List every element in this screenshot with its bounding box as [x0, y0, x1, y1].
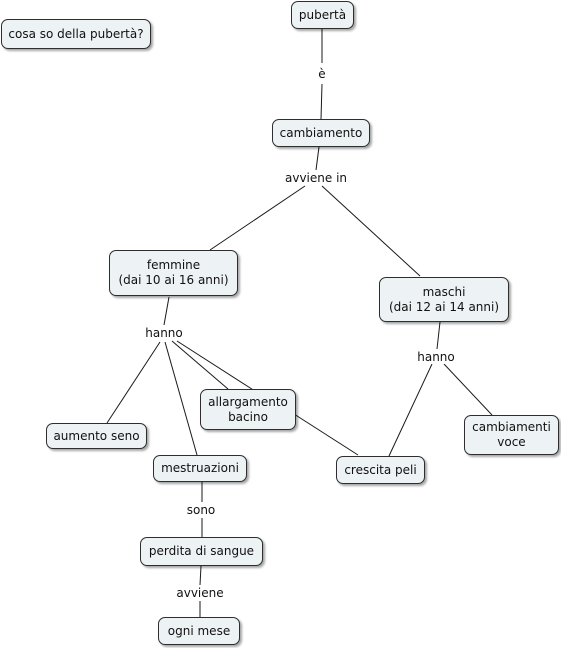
line-e-cambiamento — [320, 83, 323, 120]
line-hanno-seno — [106, 341, 161, 424]
concept-crescita-peli[interactable]: crescita peli — [336, 456, 425, 484]
line-perdita-avviene — [199, 565, 202, 586]
line-maschi-hanno — [436, 321, 441, 350]
link-label-sono: sono — [184, 503, 218, 517]
concept-ogni-mese[interactable]: ogni mese — [158, 617, 240, 645]
line-hanno-voce — [443, 363, 493, 416]
concept-question[interactable]: cosa so della pubertà? — [1, 19, 151, 49]
line-bacino-peli — [293, 413, 359, 456]
link-label-avviene: avviene — [174, 586, 226, 600]
line-avvienein-maschi — [321, 185, 421, 277]
concept-cambiamenti-voce[interactable]: cambiamenti voce — [464, 415, 559, 455]
link-label-hanno-femmine: hanno — [143, 326, 185, 340]
concept-femmine[interactable]: femmine (dai 10 ai 16 anni) — [109, 250, 238, 296]
line-hanno-mestruazioni — [164, 341, 198, 456]
concept-aumento-seno[interactable]: aumento seno — [46, 423, 147, 449]
line-avvienein-femmine — [209, 185, 306, 251]
concept-cambiamento[interactable]: cambiamento — [272, 119, 370, 147]
concept-allargamento-bacino[interactable]: allargamento bacino — [200, 389, 296, 430]
line-hanno-bacino-a — [171, 340, 229, 390]
concept-maschi[interactable]: maschi (dai 12 ai 14 anni) — [379, 277, 509, 322]
concept-perdita-sangue[interactable]: perdita di sangue — [140, 537, 263, 566]
link-label-avviene-in: avviene in — [282, 171, 350, 185]
concept-mestruazioni[interactable]: mestruazioni — [153, 455, 247, 482]
line-hanno-bacino-b — [176, 340, 259, 394]
line-femmine-hanno — [163, 296, 170, 326]
concept-puberta[interactable]: pubertà — [291, 1, 354, 29]
link-label-hanno-maschi: hanno — [415, 350, 457, 364]
link-label-e: è — [316, 67, 328, 81]
line-cambiamento-avvienein — [315, 146, 320, 171]
line-hanno-peli — [388, 363, 433, 457]
